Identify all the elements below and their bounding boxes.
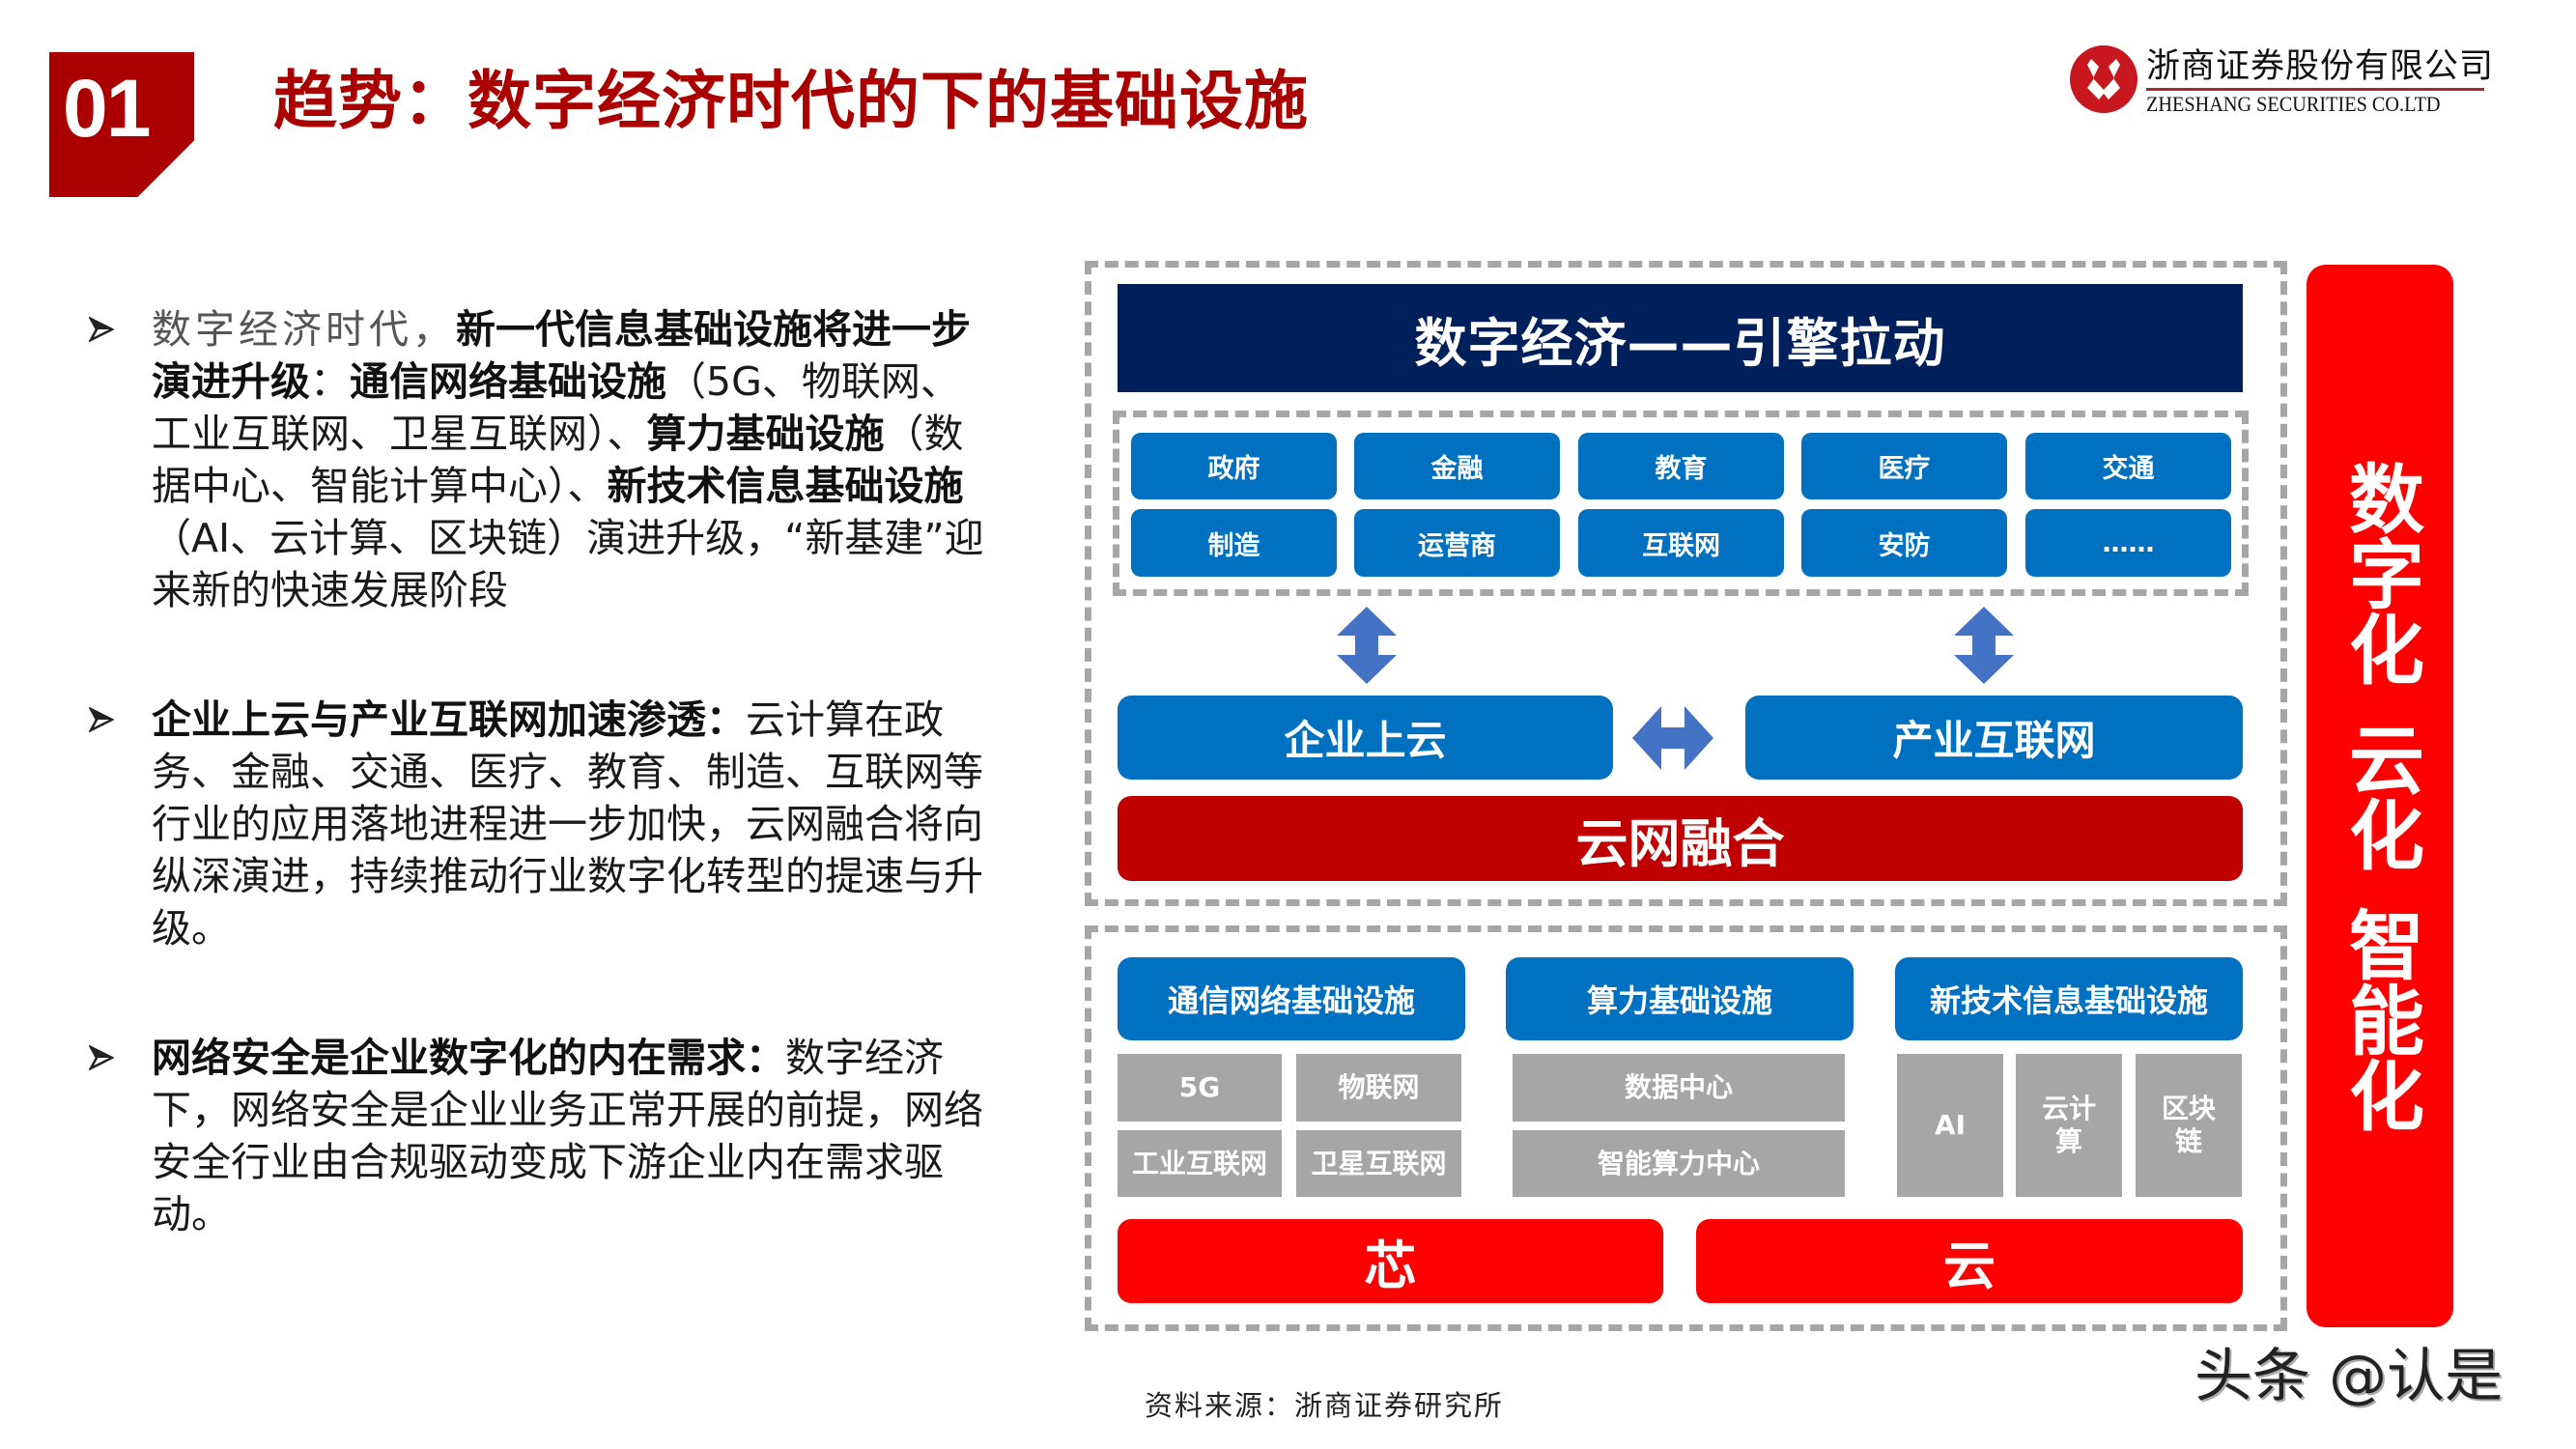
industry-tile: …… bbox=[2025, 509, 2231, 577]
arrow-bullet-icon bbox=[89, 1045, 114, 1070]
industries-frame bbox=[1113, 411, 2249, 596]
bullet-text: 数字经济下，网络安全是企业业务正常开展的前提，网络安全行业由合规驱动变成下游企业… bbox=[152, 1035, 983, 1237]
infra-item-industrial-internet: 工业互联网 bbox=[1118, 1130, 1282, 1197]
bullet-text: ： bbox=[310, 358, 350, 405]
side-bar-label-digitalization: 数字化 bbox=[2336, 460, 2423, 686]
infrastructure-section-frame bbox=[1085, 925, 2287, 1331]
bullet-item-cybersecurity: 网络安全是企业数字化的内在需求：数字经济下，网络安全是企业业务正常开展的前提，网… bbox=[89, 1032, 997, 1240]
vertical-double-arrow-icon bbox=[1954, 607, 2014, 684]
company-name-en: ZHESHANG SECURITIES CO.LTD bbox=[2146, 92, 2441, 116]
bullet-bold-text: 新技术信息基础设施 bbox=[607, 463, 964, 509]
watermark: 头条 @认是 bbox=[2194, 1343, 2504, 1410]
bullet-lead-text: 数字经济时代， bbox=[152, 306, 456, 353]
industry-tile: 金融 bbox=[1354, 433, 1560, 499]
section-number: 01 bbox=[63, 63, 151, 154]
side-bar-label-intelligence: 智能化 bbox=[2336, 906, 2423, 1132]
vertical-double-arrow-icon bbox=[1337, 607, 1397, 684]
infra-item-ai: AI bbox=[1897, 1054, 2003, 1197]
side-bar-label-cloudification: 云化 bbox=[2336, 721, 2423, 871]
industry-tile: 运营商 bbox=[1354, 509, 1560, 577]
telecom-infra-header: 通信网络基础设施 bbox=[1118, 957, 1465, 1040]
bullet-item-new-infrastructure: 数字经济时代，新一代信息基础设施将进一步演进升级：通信网络基础设施（5G、物联网… bbox=[89, 303, 997, 616]
bullet-text: （数据中心、智能计算中心）、 bbox=[152, 411, 964, 509]
infra-item-cloud-computing: 云计算 bbox=[2016, 1054, 2122, 1197]
industry-tile: 制造 bbox=[1131, 509, 1337, 577]
cloud-network-fusion-bar: 云网融合 bbox=[1118, 796, 2243, 881]
logo-emblem-icon bbox=[2087, 59, 2120, 99]
industry-tile: 交通 bbox=[2025, 433, 2231, 499]
digital-economy-banner: 数字经济——引擎拉动 bbox=[1118, 284, 2243, 392]
side-bar-text: 云化 bbox=[2336, 721, 2423, 871]
bullet-list: 数字经济时代，新一代信息基础设施将进一步演进升级：通信网络基础设施（5G、物联网… bbox=[89, 303, 997, 1318]
industry-tile: 安防 bbox=[1801, 509, 2007, 577]
side-bar-text: 数字化 bbox=[2336, 460, 2423, 686]
source-note: 资料来源：浙商证券研究所 bbox=[1145, 1389, 1505, 1422]
bullet-item-cloud-adoption: 企业上云与产业互联网加速渗透：云计算在政务、金融、交通、医疗、教育、制造、互联网… bbox=[89, 694, 997, 954]
industry-tile: 互联网 bbox=[1578, 509, 1784, 577]
infra-item-5g: 5G bbox=[1118, 1054, 1282, 1122]
industrial-internet-box: 产业互联网 bbox=[1745, 696, 2243, 780]
bullet-text: 云计算在政务、金融、交通、医疗、教育、制造、互联网等行业的应用落地进程进一步加快… bbox=[152, 696, 983, 952]
upper-section-frame bbox=[1085, 261, 2287, 906]
bullet-text: （5G、物联网、工业互联网、卫星互联网）、 bbox=[152, 358, 960, 457]
arrow-bullet-icon bbox=[89, 317, 114, 342]
industry-tile: 医疗 bbox=[1801, 433, 2007, 499]
bullet-bold-text: 企业上云与产业互联网加速渗透： bbox=[152, 696, 746, 743]
bullet-bold-text: 网络安全是企业数字化的内在需求： bbox=[152, 1035, 785, 1081]
company-name-cn: 浙商证券股份有限公司 bbox=[2146, 47, 2495, 86]
bullet-text: （AI、云计算、区块链）演进升级，“新基建”迎来新的快速发展阶段 bbox=[152, 515, 984, 613]
logo-divider bbox=[2146, 88, 2484, 91]
page-title: 趋势：数字经济时代的下的基础设施 bbox=[273, 64, 1309, 138]
bullet-bold-text: 新一代信息基础设施将进一步演进升级 bbox=[152, 306, 971, 405]
industry-tile: 教育 bbox=[1578, 433, 1784, 499]
infra-item-intelligent-computing-center: 智能算力中心 bbox=[1513, 1130, 1845, 1197]
infra-item-data-center: 数据中心 bbox=[1513, 1054, 1845, 1122]
digitalization-side-bar: 数字化 云化 智能化 bbox=[2307, 265, 2453, 1327]
arrow-bullet-icon bbox=[89, 707, 114, 732]
enterprise-cloud-box: 企业上云 bbox=[1118, 696, 1613, 780]
side-bar-text: 智能化 bbox=[2336, 906, 2423, 1132]
new-tech-infra-header: 新技术信息基础设施 bbox=[1895, 957, 2243, 1040]
infra-item-satellite-internet: 卫星互联网 bbox=[1296, 1130, 1461, 1197]
infra-item-blockchain: 区块链 bbox=[2136, 1054, 2242, 1197]
industry-tile: 政府 bbox=[1131, 433, 1337, 499]
infra-item-iot: 物联网 bbox=[1296, 1054, 1461, 1122]
bullet-bold-text: 算力基础设施 bbox=[646, 411, 885, 457]
cloud-foundation-bar: 云 bbox=[1696, 1219, 2243, 1303]
chip-foundation-bar: 芯 bbox=[1118, 1219, 1663, 1303]
horizontal-double-arrow-icon bbox=[1632, 706, 1713, 770]
bullet-bold-text: 通信网络基础设施 bbox=[350, 358, 666, 405]
computing-infra-header: 算力基础设施 bbox=[1506, 957, 1854, 1040]
